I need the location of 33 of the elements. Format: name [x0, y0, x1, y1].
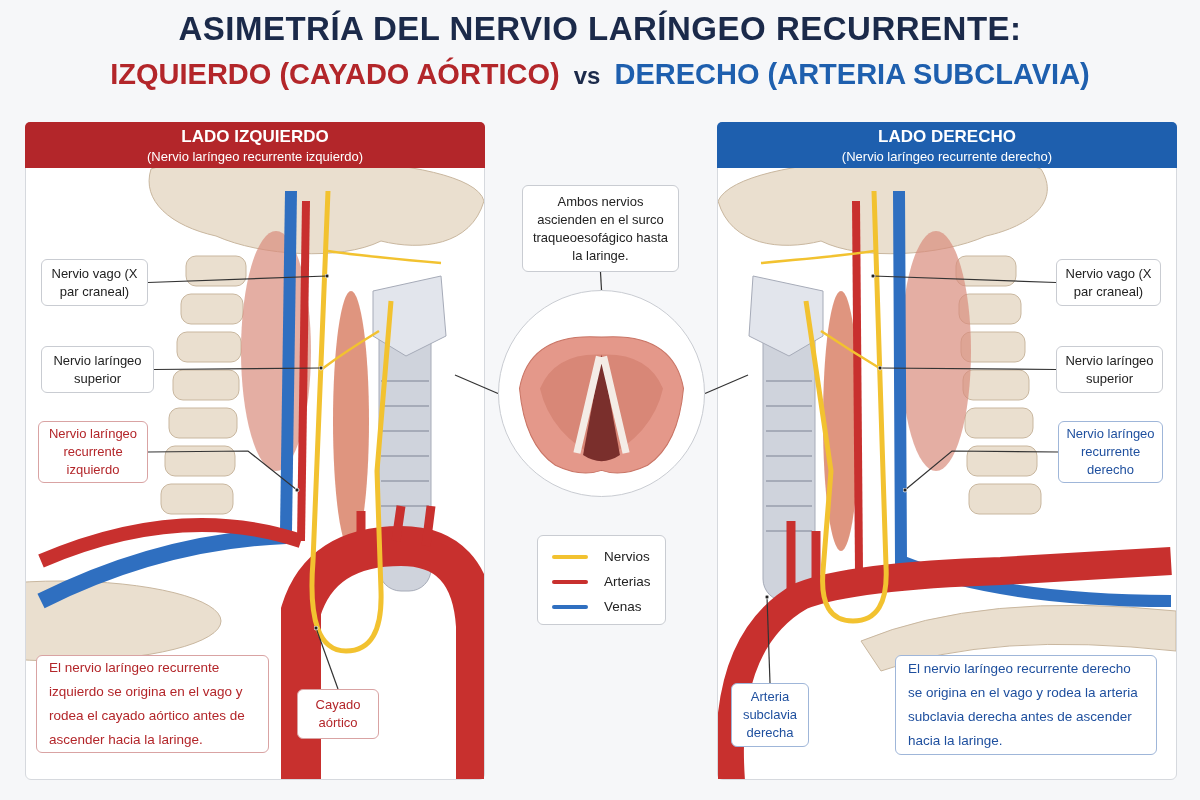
panel-title: LADO DERECHO: [878, 126, 1016, 147]
leader-line: [764, 594, 771, 684]
panel-subtitle: (Nervio laríngeo recurrente derecho): [841, 148, 1053, 164]
legend-text: Nervios: [604, 549, 650, 564]
leader-line: [454, 374, 499, 395]
panel-title: LADO IZQUIERDO: [181, 126, 329, 147]
callout-label: Cayado aórtico: [297, 689, 379, 739]
callout-label: Arteria subclavia derecha: [731, 683, 809, 747]
leader-line: [147, 450, 300, 493]
callout-label: Ambos nervios ascienden en el surco traqueoesofágico hasta la laringe.: [522, 185, 679, 272]
title: ASIMETRÍA DEL NERVIO LARÍNGEO RECURRENTE:: [178, 10, 1022, 48]
leader-line: [877, 365, 1057, 371]
legend-text: Venas: [604, 599, 642, 614]
leader-line: [147, 273, 330, 284]
callout-label: Nervio laríngeo superior: [1056, 346, 1163, 393]
leader-line: [153, 365, 324, 371]
leader-line: [704, 374, 749, 395]
subtitle-text: IZQUIERDO (CAYADO AÓRTICO): [110, 58, 560, 91]
leader-line: [599, 271, 603, 291]
versus-text: vs: [573, 62, 601, 90]
leader-line: [313, 625, 339, 690]
legend-text: Arterias: [604, 574, 651, 589]
leader-line: [870, 273, 1057, 284]
leader-line: [902, 450, 1059, 493]
subtitle-text: DERECHO (ARTERIA SUBCLAVIA): [614, 58, 1090, 91]
callout-label: Nervio vago (X par craneal): [1056, 259, 1161, 306]
callout-label: Nervio laríngeo recurrente derecho: [1058, 421, 1163, 483]
callout-label: Nervio laríngeo recurrente izquierdo: [38, 421, 148, 483]
panel-subtitle: (Nervio laríngeo recurrente izquierdo): [146, 148, 363, 164]
note-text: El nervio laríngeo recurrente izquierdo se origina en el vago y rodea el cayado aórtico antes de ascender hacia la laringe.: [36, 655, 269, 753]
callout-label: Nervio laríngeo superior: [41, 346, 154, 393]
note-text: El nervio laríngeo recurrente derecho se origina en el vago y rodea la arteria subclavia derecha antes de ascender hacia la laringe.: [895, 655, 1157, 755]
callout-label: Nervio vago (X par craneal): [41, 259, 148, 306]
